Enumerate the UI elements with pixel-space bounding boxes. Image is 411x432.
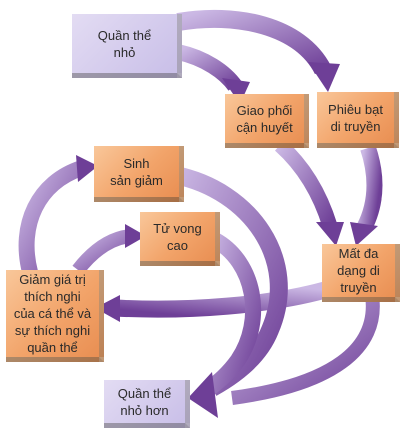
arrowhead-diversity-left: [316, 222, 344, 246]
arrowhead-fitness: [95, 295, 120, 322]
arrowhead-mortality: [125, 224, 146, 248]
node-loss-genetic-diversity: Mất đa dạng di truyền: [322, 244, 400, 302]
node-genetic-drift: Phiêu bạt di truyền: [317, 92, 399, 148]
node-high-mortality: Tử vong cao: [140, 212, 220, 266]
arrow-drift-to-diversity: [356, 145, 383, 232]
arrow-fitness-to-mortality: [72, 229, 132, 275]
arrow-inbreeding-to-diversity: [274, 139, 338, 229]
arrowhead-reproduction: [76, 155, 98, 182]
arrow-reproduction-to-smaller: [173, 166, 288, 396]
arrowhead-drift: [308, 62, 340, 92]
node-small-population: Quần thể nhỏ: [72, 14, 182, 78]
arrow-fitness-to-reproduction: [18, 160, 85, 274]
arrow-diversity-to-fitness: [114, 281, 328, 318]
node-smaller-population: Quần thể nhỏ hơn: [104, 380, 190, 428]
arrow-mortality-to-smaller: [205, 232, 262, 395]
arrow-diversity-to-smaller: [231, 293, 380, 405]
node-reduced-fitness: Giảm giá trị thích nghi của cá thể và sự…: [6, 270, 104, 362]
arrowhead-diversity-right: [350, 222, 378, 246]
arrow-small-to-drift: [176, 9, 332, 75]
arrowhead-inbreeding: [222, 78, 250, 104]
node-inbreeding: Giao phối cận huyết: [225, 94, 309, 148]
node-reduced-reproduction: Sinh sản giảm: [94, 146, 184, 202]
arrowhead-smaller: [188, 372, 218, 418]
